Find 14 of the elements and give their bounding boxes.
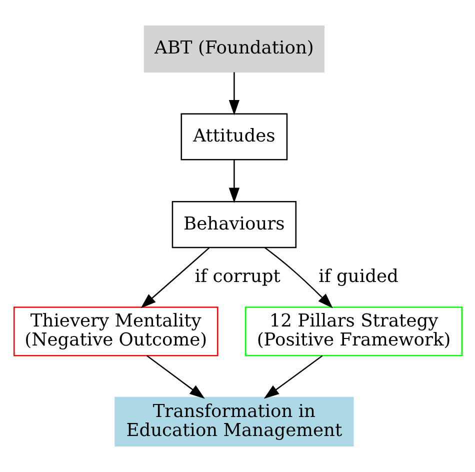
arrow [263,355,322,399]
arrow [228,72,240,116]
arrow [146,355,204,399]
node-box: ABT (Foundation) [143,25,324,73]
node-box: 12 Pillars Strategy (Positive Framework) [244,306,462,356]
edge-label: if corrupt [194,266,280,288]
node-box: Attitudes [180,113,288,160]
node-box: Behaviours [171,201,296,248]
node-box: Thievery Mentality (Negative Outcome) [12,306,218,356]
arrow [228,160,240,204]
arrow [264,247,332,308]
arrow [140,247,210,308]
edge-label: if guided [318,266,398,288]
node-box: Transformation in Education Management [114,396,354,447]
